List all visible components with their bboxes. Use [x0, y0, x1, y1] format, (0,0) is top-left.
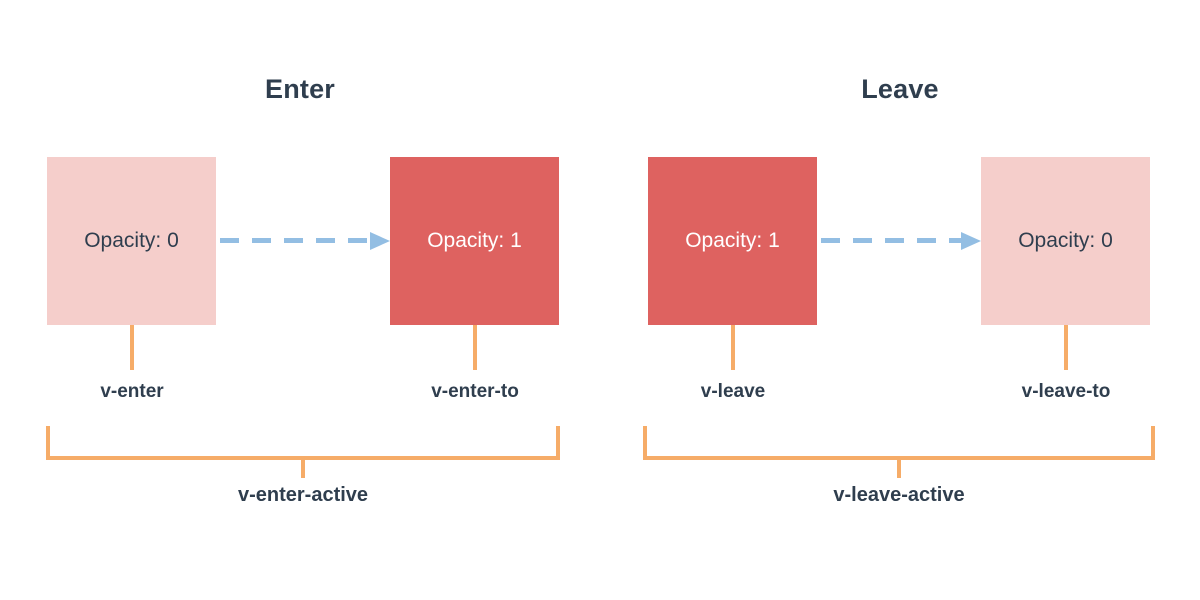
enter-active-bracket-stem: [301, 456, 305, 478]
leave-section-title: Leave: [861, 74, 939, 104]
enter-section: Enter Opacity: 0 Opacity: 1 v-enter v-en…: [46, 74, 560, 506]
leave-start-box-label: Opacity: 1: [685, 229, 780, 252]
leave-end-box: Opacity: 0: [981, 157, 1150, 325]
leave-active-bracket-stem: [897, 456, 901, 478]
enter-start-box: Opacity: 0: [47, 157, 216, 325]
enter-end-class-label: v-enter-to: [431, 381, 519, 402]
leave-start-tick: [731, 325, 735, 370]
leave-start-box: Opacity: 1: [648, 157, 817, 325]
leave-arrow-head-icon: [961, 232, 981, 250]
leave-arrow-dashed-line: [821, 238, 963, 243]
leave-start-class-label: v-leave: [700, 381, 766, 402]
enter-end-box: Opacity: 1: [390, 157, 559, 325]
leave-section: Leave Opacity: 1 Opacity: 0 v-leave v-le…: [600, 0, 1200, 600]
enter-end-tick: [473, 325, 477, 370]
enter-arrow-head-icon: [370, 232, 390, 250]
enter-transition-arrow-icon: [220, 232, 390, 250]
leave-end-tick: [1064, 325, 1068, 370]
enter-active-class-label: v-enter-active: [237, 484, 369, 506]
leave-transition-arrow-icon: [821, 232, 981, 250]
enter-start-class-label: v-enter: [100, 381, 164, 402]
enter-section-title: Enter: [264, 74, 336, 104]
enter-start-tick: [130, 325, 134, 370]
enter-end-box-label: Opacity: 1: [427, 229, 522, 252]
leave-active-bracket: [643, 426, 1155, 460]
leave-active-class-label: v-leave-active: [833, 484, 965, 506]
enter-arrow-dashed-line: [220, 238, 372, 243]
leave-end-class-label: v-leave-to: [1021, 381, 1111, 402]
enter-start-box-label: Opacity: 0: [84, 229, 179, 252]
leave-end-box-label: Opacity: 0: [1018, 229, 1113, 252]
enter-active-bracket: [46, 426, 560, 460]
